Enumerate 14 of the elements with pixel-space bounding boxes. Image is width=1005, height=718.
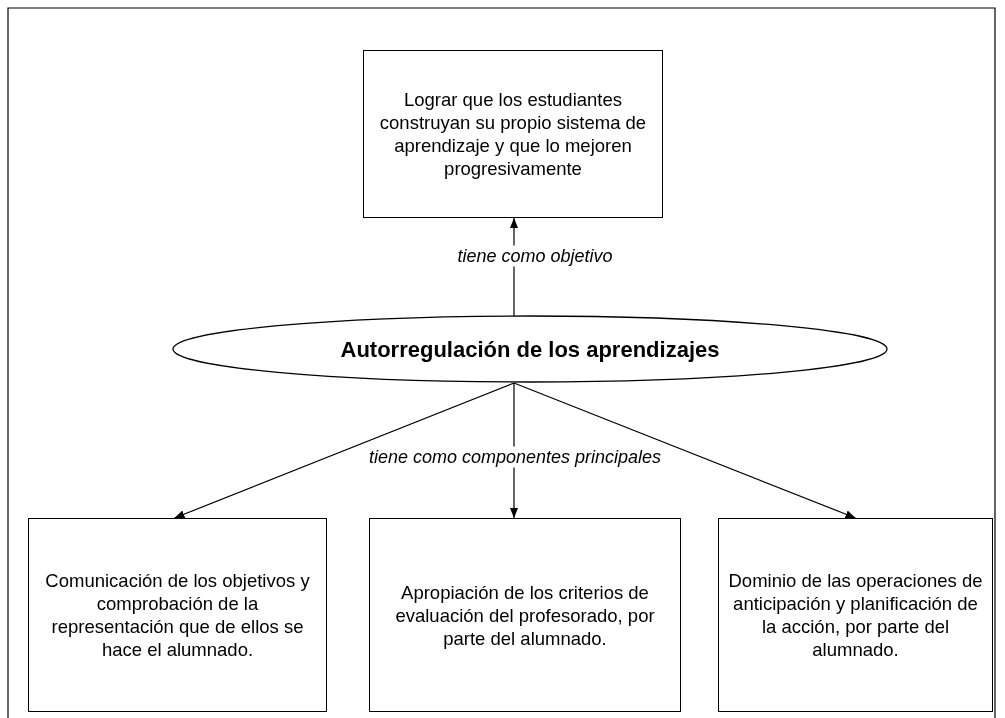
concept-text: Apropiación de los criterios de evaluación del profesorado, por parte del alumnado. bbox=[394, 580, 656, 650]
concept-text: Lograr que los estudiantes construyan su propio sistema de aprendizaje y que lo mejoren progresivamente bbox=[378, 88, 648, 180]
edge-label: tiene como objetivo bbox=[456, 245, 614, 267]
concept-text: Autorregulación de los aprendizajes bbox=[339, 337, 721, 361]
concept-box bbox=[718, 518, 993, 712]
concept-box bbox=[363, 50, 663, 218]
arrow bbox=[173, 382, 515, 519]
concept-box bbox=[28, 518, 327, 712]
concept-text: Comunicación de los objetivos y comprobación de la representación que de ellos se hace el alumnado. bbox=[44, 569, 311, 661]
arrow bbox=[513, 382, 857, 519]
concept-ellipse bbox=[172, 315, 888, 383]
concept-box bbox=[369, 518, 681, 712]
concept-text: Dominio de las operaciones de anticipación y planificación de la acción, por parte del alumnado. bbox=[727, 569, 984, 661]
edge-label: tiene como componentes principales bbox=[367, 446, 663, 468]
